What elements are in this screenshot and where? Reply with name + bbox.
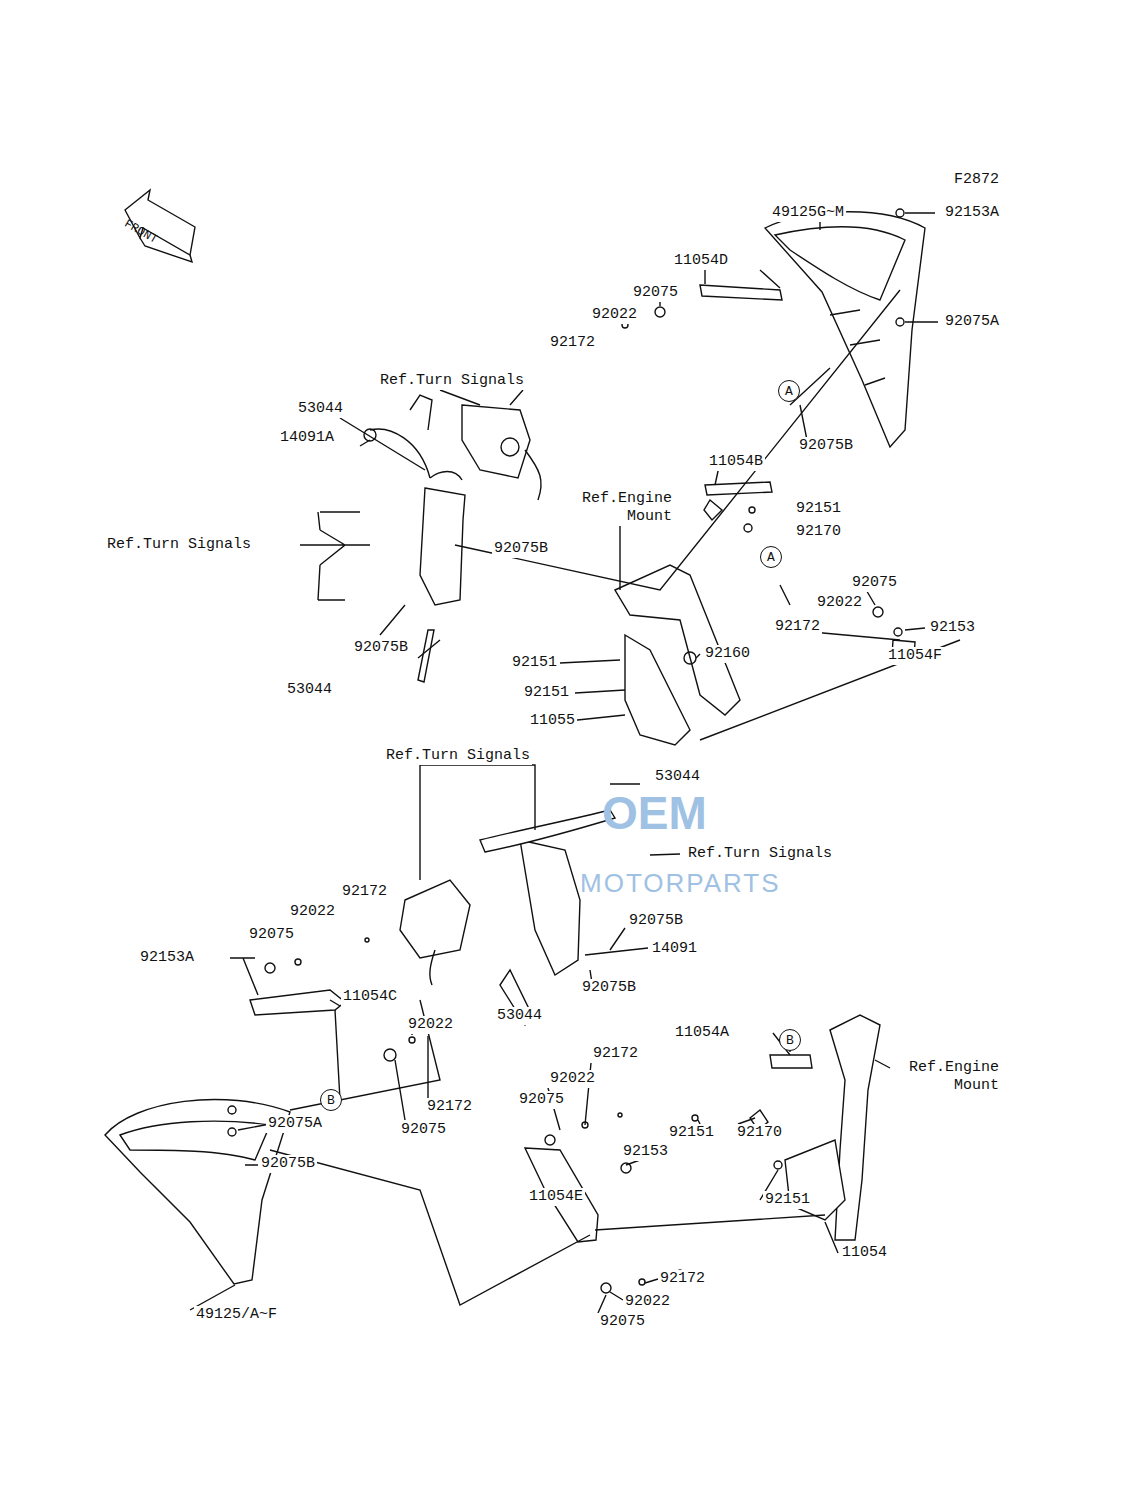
callout-number: 92075B bbox=[492, 540, 550, 558]
callout-number: 92153 bbox=[928, 619, 977, 637]
reference-letter: A bbox=[785, 385, 793, 398]
reference-note: Ref.Turn Signals bbox=[384, 747, 532, 765]
callout-number: 11054 bbox=[840, 1244, 889, 1262]
callout-number: 92172 bbox=[548, 334, 597, 352]
callout-number: 92075A bbox=[266, 1115, 324, 1133]
callout-number: 11054C bbox=[341, 988, 399, 1006]
callout-number: 53044 bbox=[495, 1007, 544, 1025]
callout-number: 92151 bbox=[510, 654, 559, 672]
reference-letter: B bbox=[327, 1094, 335, 1107]
reference-note: Ref.Engine Mount bbox=[570, 490, 674, 526]
reference-circle: B bbox=[320, 1089, 342, 1111]
callout-number: 92022 bbox=[406, 1016, 455, 1034]
callout-number: 92075B bbox=[797, 437, 855, 455]
callout-number: 53044 bbox=[296, 400, 345, 418]
callout-number: 14091A bbox=[278, 429, 336, 447]
callout-number: 49125G~M bbox=[770, 204, 846, 222]
reference-note: Ref.Turn Signals bbox=[686, 845, 834, 863]
callout-number: 92151 bbox=[763, 1191, 812, 1209]
callout-number: 92075B bbox=[627, 912, 685, 930]
callout-number: 92151 bbox=[667, 1124, 716, 1142]
reference-letter: B bbox=[786, 1034, 794, 1047]
callout-number: 92170 bbox=[794, 523, 843, 541]
reference-circle: B bbox=[779, 1029, 801, 1051]
callout-number: 92153A bbox=[138, 949, 196, 967]
callout-number: 92172 bbox=[773, 618, 822, 636]
reference-circle: A bbox=[760, 546, 782, 568]
callout-number: 11054F bbox=[886, 647, 944, 665]
callout-number: 92022 bbox=[623, 1293, 672, 1311]
callout-number: 92151 bbox=[522, 684, 571, 702]
callout-number: 92022 bbox=[815, 594, 864, 612]
figure-code: F2872 bbox=[952, 171, 1001, 189]
callout-number: 92022 bbox=[548, 1070, 597, 1088]
callout-number: 92022 bbox=[288, 903, 337, 921]
callout-number: 92022 bbox=[590, 306, 639, 324]
callout-number: 92075 bbox=[399, 1121, 448, 1139]
callout-number: 92160 bbox=[703, 645, 752, 663]
callout-number: 11054D bbox=[672, 252, 730, 270]
callout-number: 92172 bbox=[340, 883, 389, 901]
callout-number: 92170 bbox=[735, 1124, 784, 1142]
reference-note: Ref.Turn Signals bbox=[105, 536, 253, 554]
reference-circle: A bbox=[778, 380, 800, 402]
callout-number: 53044 bbox=[285, 681, 334, 699]
callout-number: 92075 bbox=[631, 284, 680, 302]
callout-number: 92151 bbox=[794, 500, 843, 518]
callout-number: 92075A bbox=[943, 313, 1001, 331]
reference-note: Ref.Engine Mount bbox=[897, 1059, 1001, 1095]
callout-number: 49125/A~F bbox=[194, 1306, 279, 1324]
callout-number: 92075 bbox=[517, 1091, 566, 1109]
callout-number: 53044 bbox=[653, 768, 702, 786]
callout-number: 14091 bbox=[650, 940, 699, 958]
callout-number: 11054E bbox=[527, 1188, 585, 1206]
callout-number: 92172 bbox=[591, 1045, 640, 1063]
callout-number: 92075 bbox=[598, 1313, 647, 1331]
callout-number: 92153 bbox=[621, 1143, 670, 1161]
watermark: MOTORPARTS bbox=[578, 868, 783, 898]
callout-number: 92075B bbox=[259, 1155, 317, 1173]
callout-number: 92172 bbox=[425, 1098, 474, 1116]
callout-number: 92172 bbox=[658, 1270, 707, 1288]
callout-number: 92153A bbox=[943, 204, 1001, 222]
callout-number: 11055 bbox=[528, 712, 577, 730]
callout-number: 11054A bbox=[673, 1024, 731, 1042]
callout-number: 92075B bbox=[352, 639, 410, 657]
callout-number: 92075 bbox=[247, 926, 296, 944]
callout-number: 92075B bbox=[580, 979, 638, 997]
callout-number: 11054B bbox=[707, 453, 765, 471]
watermark: OEM bbox=[600, 790, 709, 836]
callout-number: 92075 bbox=[850, 574, 899, 592]
reference-note: Ref.Turn Signals bbox=[378, 372, 526, 390]
reference-letter: A bbox=[767, 551, 775, 564]
